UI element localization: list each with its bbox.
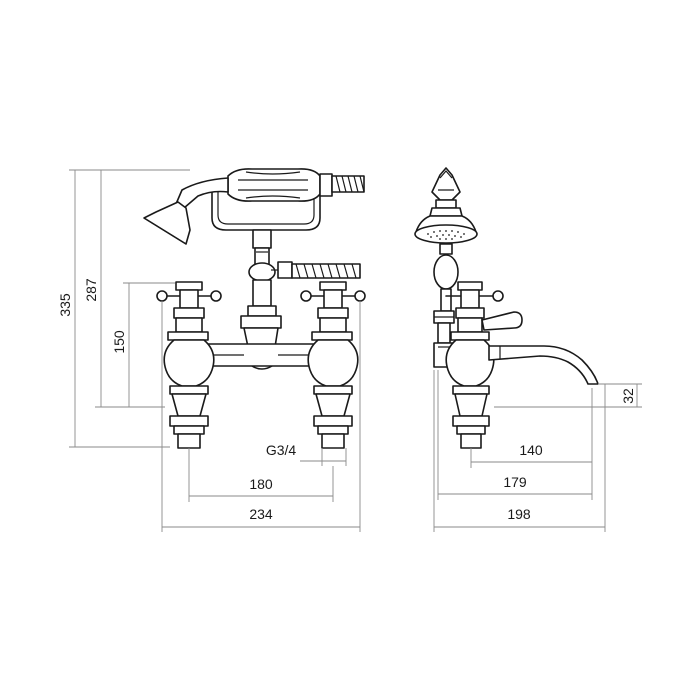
bridge (205, 343, 315, 367)
shower-rose-holes (427, 230, 465, 240)
side-handset (414, 167, 478, 244)
dim-spout-height-label: 32 (620, 388, 636, 404)
dim-overall-depth: 198 (433, 370, 606, 532)
center-column (248, 261, 361, 307)
hose-top (331, 175, 365, 193)
dim-tap-height-label: 150 (111, 330, 127, 354)
shower-handset (143, 168, 333, 245)
dim-overall-width: 234 (161, 301, 361, 532)
dim-tap-height: 150 (111, 282, 175, 407)
dim-thread-size-label: G3/4 (266, 442, 297, 458)
dim-overall-width-label: 234 (249, 506, 273, 522)
dim-spout-projection-label: 140 (519, 442, 543, 458)
front-view: 335 287 150 (57, 168, 366, 532)
right-tap (300, 281, 366, 449)
dim-overall-depth-label: 198 (507, 506, 531, 522)
dim-body-depth: 179 (437, 370, 593, 500)
dim-thread-size: G3/4 (266, 442, 347, 466)
dim-handset-height: 287 (83, 170, 165, 408)
dim-centres-label: 180 (249, 476, 273, 492)
dim-overall-height: 335 (57, 169, 190, 448)
spout (488, 345, 599, 385)
dim-overall-height-label: 335 (57, 293, 73, 317)
dim-body-depth-label: 179 (503, 474, 527, 490)
side-view: 32 140 179 198 (414, 167, 642, 532)
dim-spout-height: 32 (494, 383, 642, 408)
side-tap (445, 281, 523, 449)
dim-centres: 180 (188, 448, 334, 502)
dim-spout-projection: 140 (470, 388, 593, 468)
dim-handset-height-label: 287 (83, 278, 99, 302)
left-tap (156, 281, 222, 449)
